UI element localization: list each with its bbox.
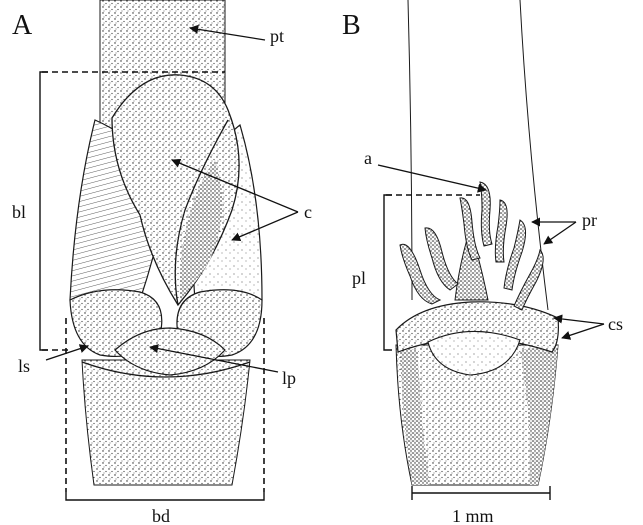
scale-bar-line bbox=[412, 486, 550, 500]
process-6 bbox=[504, 220, 526, 290]
cs-arrow-2 bbox=[562, 324, 604, 338]
pl-bracket bbox=[384, 195, 392, 350]
process-5 bbox=[495, 200, 507, 262]
a-arrow bbox=[378, 165, 486, 190]
label-lp: lp bbox=[282, 368, 296, 388]
label-bd: bd bbox=[152, 506, 170, 525]
bl-bracket bbox=[40, 72, 48, 350]
process-2 bbox=[425, 228, 458, 290]
lower-stem-a bbox=[82, 360, 250, 485]
label-bl: bl bbox=[12, 202, 26, 222]
ls-arrow bbox=[46, 346, 88, 360]
panel-b-letter: B bbox=[342, 10, 361, 41]
label-ls: ls bbox=[18, 356, 30, 376]
panel-a: A pt bl c ls lp bbox=[12, 0, 312, 525]
process-4 bbox=[480, 182, 492, 246]
label-pl: pl bbox=[352, 268, 366, 288]
panel-b: B a pr bbox=[342, 0, 623, 525]
scale-bar: 1 mm bbox=[412, 486, 550, 525]
label-cs: cs bbox=[608, 314, 623, 334]
process-3 bbox=[460, 198, 480, 260]
label-pt: pt bbox=[270, 26, 284, 46]
cs-arrow-1 bbox=[554, 318, 604, 324]
label-a: a bbox=[364, 148, 372, 168]
label-c: c bbox=[304, 202, 312, 222]
panel-a-letter: A bbox=[12, 10, 33, 41]
scale-bar-label: 1 mm bbox=[452, 506, 494, 525]
bd-bracket bbox=[66, 492, 264, 500]
petiole-b-right bbox=[520, 0, 548, 310]
pr-arrow-2 bbox=[544, 222, 576, 244]
label-pr: pr bbox=[582, 210, 597, 230]
